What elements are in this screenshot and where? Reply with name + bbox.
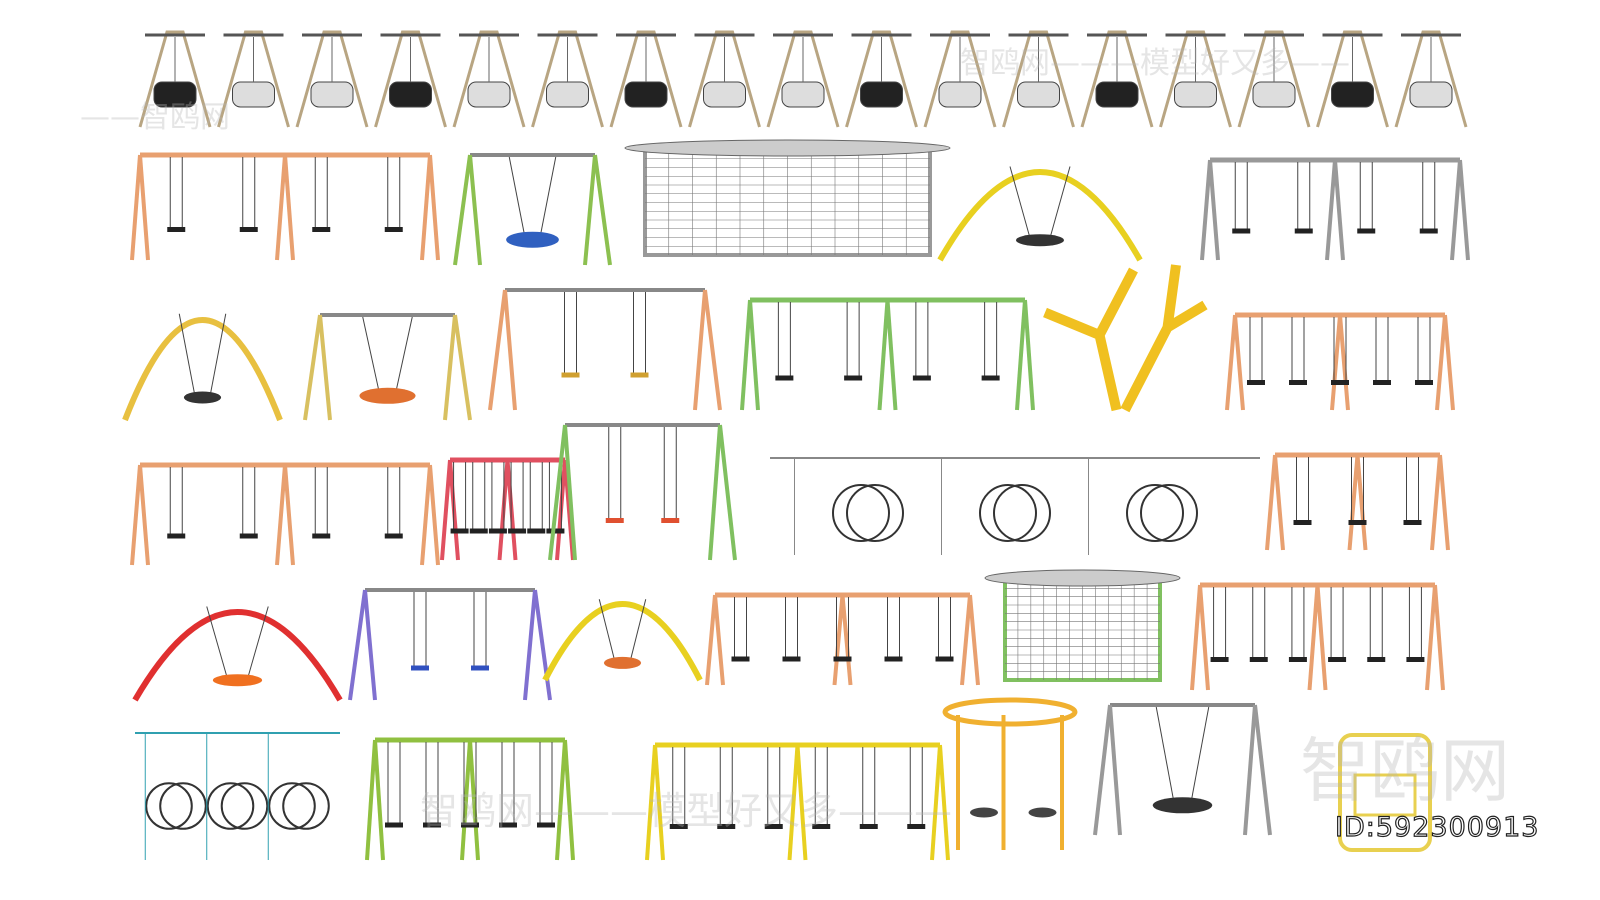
hanging-chair — [1316, 30, 1389, 128]
swing-model-aframe-pair — [488, 288, 722, 411]
hanging-chair — [1080, 30, 1154, 128]
swing-model-aframe-pair — [348, 588, 552, 701]
swing-model-arch — [542, 599, 703, 682]
asset-id-label: ID:592300913 — [1334, 811, 1540, 843]
hanging-chair — [374, 30, 447, 128]
swing-model-multi — [740, 297, 1035, 411]
swing-model-multi — [1265, 452, 1450, 551]
swing-model-aframe-net — [303, 313, 472, 421]
swing-model-tree — [1043, 264, 1208, 413]
hanging-chair — [688, 30, 761, 128]
hanging-chair — [845, 30, 918, 128]
swing-model-cage — [624, 139, 951, 257]
swing-model-aframe-net — [1093, 703, 1272, 836]
swing-model-rings — [770, 457, 1260, 555]
swing-model-multi — [130, 152, 440, 261]
hanging-chair — [1002, 30, 1075, 128]
swing-model-multi — [1190, 582, 1445, 691]
swing-model-chair — [1338, 733, 1432, 852]
swing-model-aframe-net — [453, 153, 612, 266]
hanging-chair — [295, 30, 369, 128]
swing-model-multi — [1200, 157, 1470, 261]
swing-model-arch — [132, 606, 343, 702]
swing-model-multi — [1225, 312, 1455, 411]
hanging-chair — [452, 30, 526, 128]
swing-model-multi — [130, 462, 440, 566]
swing-model-multi — [705, 592, 980, 686]
hanging-chair — [531, 30, 604, 128]
swing-model-multi — [440, 457, 575, 561]
hanging-chair — [1394, 30, 1468, 128]
hanging-chair — [1159, 30, 1232, 128]
hanging-chair — [217, 30, 290, 128]
swing-model-cage — [984, 569, 1181, 682]
swing-model-arch-pair — [937, 166, 1143, 262]
swing-model-arch — [122, 313, 283, 422]
swing-model-chair — [138, 30, 1468, 128]
hanging-chair — [138, 30, 212, 128]
hanging-chair — [923, 30, 997, 128]
swing-model-rings — [135, 732, 340, 860]
swing-model-aframe-pair — [548, 423, 737, 561]
hanging-chair — [766, 30, 840, 128]
swing-model-multi — [645, 742, 950, 861]
hanging-chair — [609, 30, 683, 128]
hanging-chair — [1237, 30, 1311, 128]
swing-model-multi — [365, 737, 575, 861]
swing-model-ring-frame — [942, 697, 1078, 850]
